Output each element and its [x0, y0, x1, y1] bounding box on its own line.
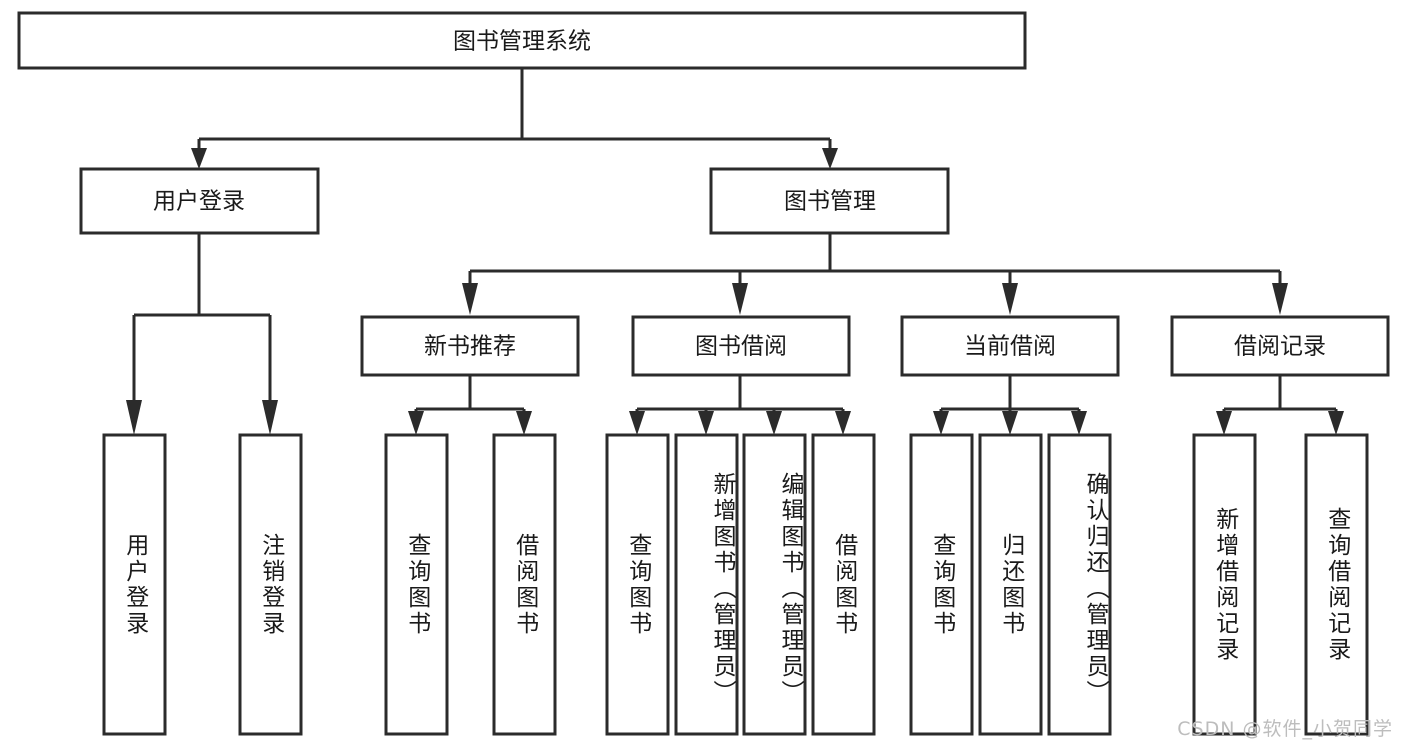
leaf-box-add-book[interactable] [674, 433, 739, 736]
node-new-book-rec-label: 新书推荐 [424, 334, 516, 360]
arrow-to-book-mgmt [822, 148, 838, 169]
leaf-box-borrow-book-a[interactable] [492, 433, 557, 736]
node-book-mgmt-box[interactable] [709, 167, 950, 235]
node-user-login-label: 用户登录 [153, 189, 245, 215]
arrow-leaf-query-book-a [408, 411, 424, 435]
nodes-layer: 图书管理系统 用户登录 图书管理 新书推荐 图书借阅 当前借阅 借阅记录 [17, 11, 1390, 736]
leaf-box-add-record[interactable] [1192, 433, 1257, 736]
node-current-borrow-box[interactable] [900, 315, 1120, 377]
node-borrow-record-box[interactable] [1170, 315, 1390, 377]
arrow-to-book-borrow [732, 283, 748, 315]
arrow-to-borrow-record [1272, 283, 1288, 315]
arrow-leaf-query-record [1328, 411, 1344, 435]
node-root-box[interactable] [17, 11, 1027, 70]
arrow-leaf-edit-book [766, 411, 782, 435]
arrow-leaf-return-book [1002, 411, 1018, 435]
node-user-login-box[interactable] [79, 167, 320, 235]
csdn-watermark: CSDN @软件_小贺同学 [1177, 718, 1393, 740]
leaf-box-user-login[interactable] [102, 433, 167, 736]
leaf-box-borrow-book-b[interactable] [811, 433, 876, 736]
arrow-leaf-add-record [1216, 411, 1232, 435]
leaf-box-return-book[interactable] [978, 433, 1043, 736]
node-book-borrow-box[interactable] [631, 315, 851, 377]
node-root-label: 图书管理系统 [453, 29, 591, 55]
arrow-leaf-borrow-book-b [835, 411, 851, 435]
arrow-leaf-user-login [126, 400, 142, 435]
arrow-leaf-borrow-book-a [516, 411, 532, 435]
leaf-box-query-book-b[interactable] [605, 433, 670, 736]
node-borrow-record-label: 借阅记录 [1234, 334, 1326, 360]
arrow-leaf-confirm-return [1071, 411, 1087, 435]
connectors-layer [126, 68, 1344, 435]
leaf-box-query-book-c[interactable] [909, 433, 974, 736]
arrow-leaf-query-book-b [629, 411, 645, 435]
node-new-book-rec-box[interactable] [360, 315, 580, 377]
node-book-borrow-label: 图书借阅 [695, 334, 787, 360]
node-current-borrow-label: 当前借阅 [964, 334, 1056, 360]
leaf-box-query-book-a[interactable] [384, 433, 449, 736]
arrow-leaf-logout [262, 400, 278, 435]
arrow-leaf-add-book [698, 411, 714, 435]
leaf-box-confirm-return[interactable] [1047, 433, 1112, 736]
leaf-box-edit-book[interactable] [742, 433, 807, 736]
arrow-to-user-login [191, 148, 207, 169]
arrow-to-current-borrow [1002, 283, 1018, 315]
leaf-box-query-record[interactable] [1304, 433, 1369, 736]
arrow-to-new-book-rec [462, 283, 478, 315]
node-book-mgmt-label: 图书管理 [784, 189, 876, 215]
arrow-leaf-query-book-c [933, 411, 949, 435]
leaf-box-logout[interactable] [238, 433, 303, 736]
